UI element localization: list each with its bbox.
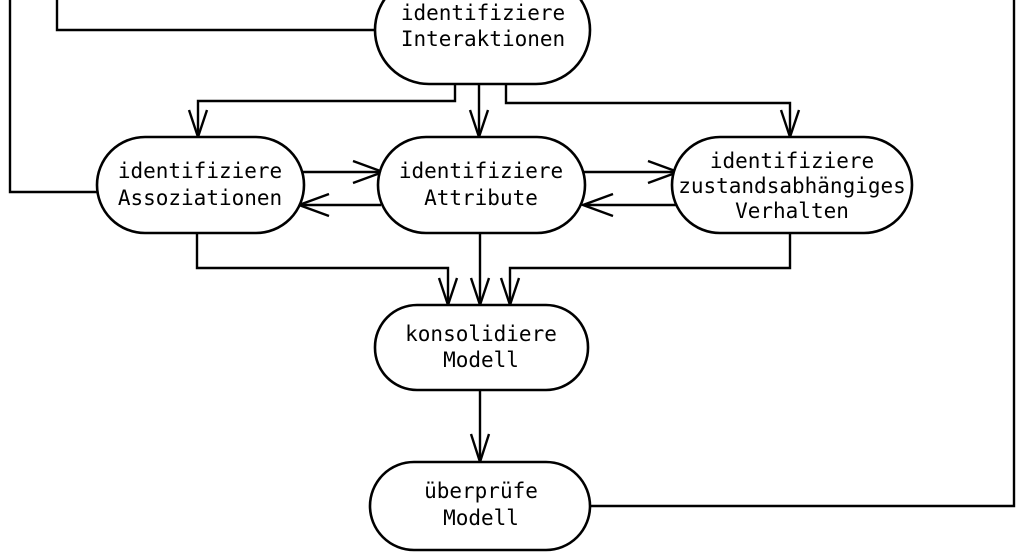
edge-interaktionen-to-zustandsverhalten	[504, 84, 792, 135]
node-identifiziere-assoziationen-line1: identifiziere	[118, 159, 282, 183]
edge-ueberpruefe-feedback-right	[590, 0, 1016, 508]
node-ueberpruefe-modell-line1: überprüfe	[424, 479, 538, 503]
node-identifiziere-zustandsabhaengiges-verhalten[interactable]: identifiziere zustandsabhängiges Verhalt…	[670, 135, 914, 235]
edge-layer	[8, 0, 1016, 508]
node-identifiziere-attribute-shape	[376, 135, 587, 235]
node-konsolidiere-modell-line2: Modell	[443, 348, 519, 372]
node-konsolidiere-modell[interactable]: konsolidiere Modell	[373, 303, 590, 392]
node-identifiziere-zustandsabhaengiges-verhalten-line3: Verhalten	[735, 199, 849, 223]
node-konsolidiere-modell-line1: konsolidiere	[405, 322, 557, 346]
node-identifiziere-assoziationen-line2: Assoziationen	[118, 186, 282, 210]
node-identifiziere-zustandsabhaengiges-verhalten-line2: zustandsabhängiges	[678, 174, 906, 198]
node-ueberpruefe-modell-line2: Modell	[443, 506, 519, 530]
node-identifiziere-assoziationen-shape	[95, 135, 306, 235]
node-ueberpruefe-modell-shape	[368, 460, 592, 552]
arrowhead-zustandsverhalten-to-attribute	[579, 192, 614, 218]
node-identifiziere-interaktionen-line2: Interaktionen	[401, 27, 565, 51]
node-identifiziere-zustandsabhaengiges-verhalten-shape	[670, 135, 914, 235]
edge-interaktionen-feedback-left	[55, 0, 375, 32]
node-identifiziere-zustandsabhaengiges-verhalten-line1: identifiziere	[710, 149, 874, 173]
node-identifiziere-assoziationen[interactable]: identifiziere Assoziationen	[95, 135, 306, 235]
edge-assoziationen-feedback-left	[8, 0, 97, 194]
edge-assoziationen-to-konsolidiere	[195, 233, 450, 303]
node-konsolidiere-modell-shape	[373, 303, 590, 392]
node-layer: identifiziere Interaktionen identifizier…	[95, 0, 914, 552]
node-identifiziere-attribute-line1: identifiziere	[399, 159, 563, 183]
node-identifiziere-interaktionen-line1: identifiziere	[401, 1, 565, 25]
node-ueberpruefe-modell[interactable]: überprüfe Modell	[368, 460, 592, 552]
node-identifiziere-interaktionen-shape	[373, 0, 592, 86]
node-identifiziere-attribute-line2: Attribute	[424, 186, 538, 210]
edge-interaktionen-to-assoziationen	[196, 84, 457, 135]
node-identifiziere-interaktionen[interactable]: identifiziere Interaktionen	[373, 0, 592, 86]
edge-zustandsverhalten-to-konsolidiere	[508, 233, 792, 303]
node-identifiziere-attribute[interactable]: identifiziere Attribute	[376, 135, 587, 235]
